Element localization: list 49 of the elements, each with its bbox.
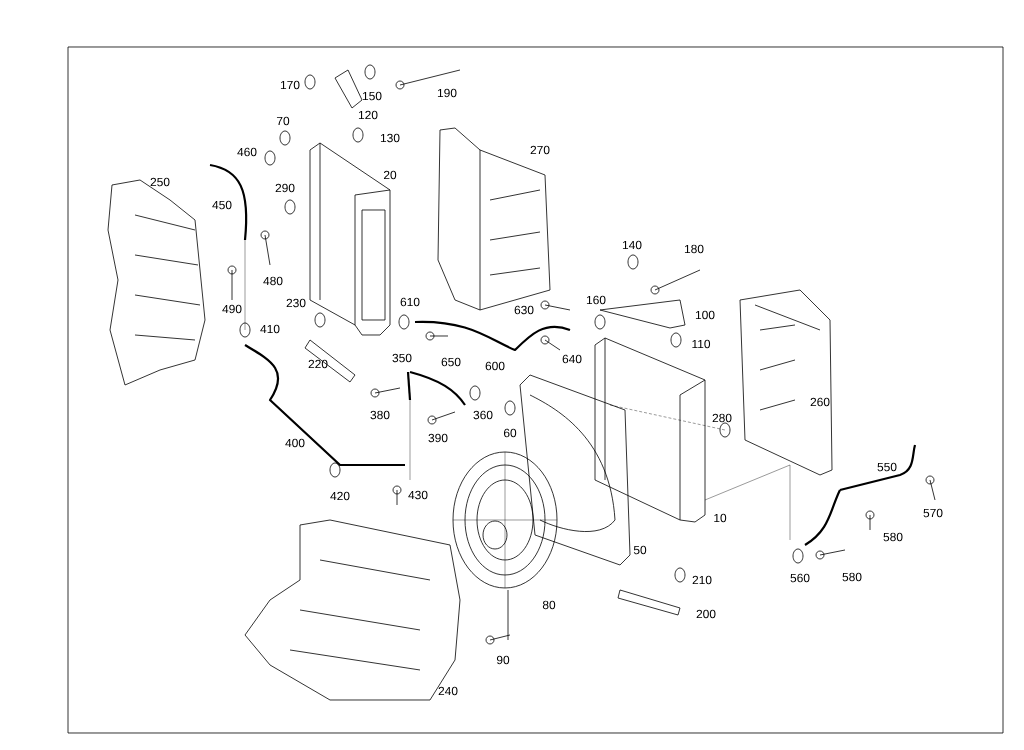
callout-number: 630 [514,305,534,315]
callout-number: 260 [810,397,830,407]
callout-number: 640 [562,354,582,364]
callout-number: 410 [260,324,280,334]
callout-number: 90 [496,655,510,665]
callout-number: 460 [237,147,257,157]
callout-number: 290 [275,183,295,193]
callout-number: 150 [362,91,382,101]
callout-number: 420 [330,491,350,501]
callout-number: 560 [790,573,810,583]
callout-number: 240 [438,686,458,696]
callout-number: 400 [285,438,305,448]
callout-number: 580 [883,532,903,542]
callout-number: 210 [692,575,712,585]
callout-number: 230 [286,298,306,308]
callout-number: 220 [308,359,328,369]
callout-number: 100 [695,310,715,320]
callout-number: 600 [485,361,505,371]
callout-number: 250 [150,177,170,187]
callout-number: 390 [428,433,448,443]
callout-number: 350 [392,353,412,363]
callout-number: 180 [684,244,704,254]
callout-number: 380 [370,410,390,420]
callout-number: 580 [842,572,862,582]
callout-number: 110 [692,339,711,349]
callout-number: 190 [437,88,457,98]
callout-number: 280 [712,413,732,423]
callout-number: 270 [530,145,550,155]
callout-number: 430 [408,490,428,500]
callout-number: 170 [280,80,300,90]
callout-number: 140 [622,240,642,250]
callout-number: 490 [222,304,242,314]
callout-number: 550 [877,462,897,472]
callout-number: 80 [542,600,556,610]
callout-number: 50 [633,545,647,555]
callout-number: 130 [380,133,400,143]
callout-number: 360 [473,410,493,420]
callout-number: 570 [923,508,943,518]
callout-number: 200 [696,609,716,619]
callout-number: 650 [441,357,461,367]
callout-number: 60 [503,428,517,438]
callout-number: 610 [400,297,420,307]
callout-number: 120 [358,110,378,120]
callout-number: 70 [276,116,290,126]
callout-number: 20 [383,170,397,180]
callout-number: 160 [586,295,606,305]
callout-number: 480 [263,276,283,286]
callout-number: 10 [714,513,727,523]
callout-number: 450 [212,200,232,210]
